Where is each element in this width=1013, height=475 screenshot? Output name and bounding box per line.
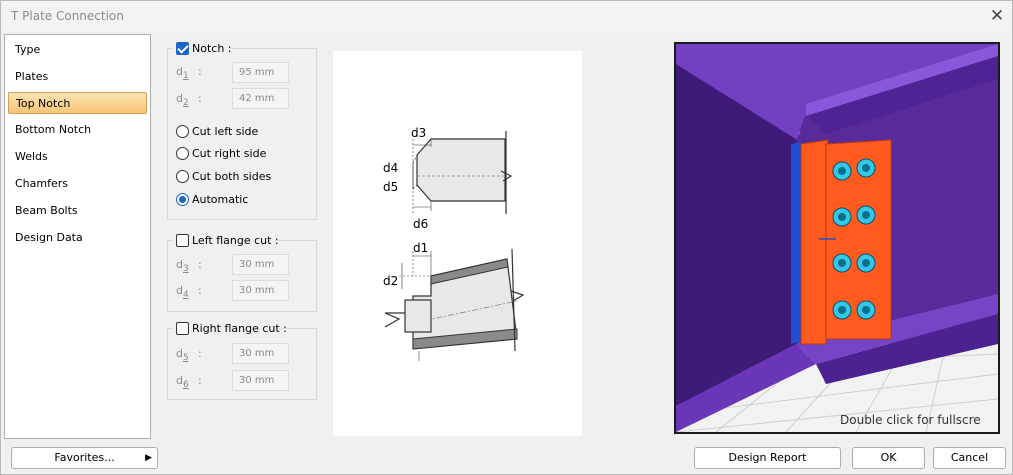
- title-bar: T Plate Connection ✕: [1, 1, 1012, 32]
- automatic-radio[interactable]: [176, 193, 189, 206]
- left-flange-label: Left flange cut :: [192, 234, 279, 247]
- sidebar-item-plates[interactable]: Plates: [15, 70, 49, 83]
- window-title: T Plate Connection: [11, 9, 124, 23]
- d5-label: d5: [176, 347, 189, 364]
- sidebar-item-type[interactable]: Type: [15, 43, 41, 56]
- sidebar-item-design-data[interactable]: Design Data: [15, 231, 83, 244]
- cut-left-label: Cut left side: [192, 125, 259, 138]
- d6-colon: :: [198, 374, 202, 387]
- d5-field[interactable]: 30 mm: [232, 343, 289, 364]
- 3d-preview-svg: [676, 44, 998, 432]
- left-flange-group: [167, 240, 317, 312]
- d3-label: d3: [176, 258, 189, 275]
- 3d-preview[interactable]: Double click for fullscre: [674, 42, 1000, 434]
- d4-field[interactable]: 30 mm: [232, 280, 289, 301]
- d1-label: d1: [176, 65, 189, 82]
- favorites-label: Favorites...: [54, 451, 115, 464]
- notch-diagram: d3 d4 d5 d6 d1 d2: [333, 51, 582, 436]
- d2-label: d2: [176, 92, 189, 109]
- d3-field[interactable]: 30 mm: [232, 254, 289, 275]
- d6-field[interactable]: 30 mm: [232, 370, 289, 391]
- drawing-label-d1: d1: [413, 241, 428, 255]
- cut-right-label: Cut right side: [192, 147, 267, 160]
- favorites-button[interactable]: Favorites... ▶: [11, 447, 158, 469]
- cancel-button[interactable]: Cancel: [933, 447, 1006, 469]
- ok-button[interactable]: OK: [852, 447, 925, 469]
- sidebar: Type Plates Top Notch Bottom Notch Welds…: [4, 34, 151, 439]
- notched-beam-top: [416, 138, 506, 202]
- d2-field[interactable]: 42 mm: [232, 88, 289, 109]
- cut-right-radio[interactable]: [176, 147, 189, 160]
- close-icon[interactable]: ✕: [989, 6, 1005, 26]
- drawing-label-d6: d6: [413, 217, 428, 231]
- left-flange-checkbox[interactable]: [176, 234, 189, 247]
- d2-colon: :: [198, 92, 202, 105]
- right-flange-checkbox[interactable]: [176, 322, 189, 335]
- d1-colon: :: [198, 65, 202, 78]
- drawing-label-d5: d5: [383, 180, 398, 194]
- cut-left-radio[interactable]: [176, 125, 189, 138]
- automatic-label: Automatic: [192, 193, 249, 206]
- sidebar-item-bottom-notch[interactable]: Bottom Notch: [15, 123, 92, 136]
- right-flange-label: Right flange cut :: [192, 322, 287, 335]
- sidebar-item-welds[interactable]: Welds: [15, 150, 48, 163]
- notch-checkbox[interactable]: [176, 42, 189, 55]
- d1-field[interactable]: 95 mm: [232, 62, 289, 83]
- bolt-group: [832, 158, 876, 320]
- sidebar-item-top-notch[interactable]: Top Notch: [8, 92, 147, 114]
- notch-label: Notch :: [192, 42, 232, 55]
- d6-label: d6: [176, 374, 189, 391]
- d5-colon: :: [198, 347, 202, 360]
- cut-both-label: Cut both sides: [192, 170, 272, 183]
- fullscreen-hint: Double click for fullscre: [840, 413, 981, 427]
- notch-diagram-svg: d3 d4 d5 d6 d1 d2: [383, 126, 525, 361]
- drawing-label-d3: d3: [411, 126, 426, 140]
- d4-colon: :: [198, 284, 202, 297]
- d4-label: d4: [176, 284, 189, 301]
- design-report-button[interactable]: Design Report: [694, 447, 841, 469]
- drawing-label-d2: d2: [383, 274, 398, 288]
- sidebar-item-chamfers[interactable]: Chamfers: [15, 177, 69, 190]
- chevron-right-icon: ▶: [145, 453, 152, 463]
- drawing-label-d4: d4: [383, 161, 398, 175]
- sidebar-item-beam-bolts[interactable]: Beam Bolts: [15, 204, 78, 217]
- d3-colon: :: [198, 258, 202, 271]
- cut-both-radio[interactable]: [176, 170, 189, 183]
